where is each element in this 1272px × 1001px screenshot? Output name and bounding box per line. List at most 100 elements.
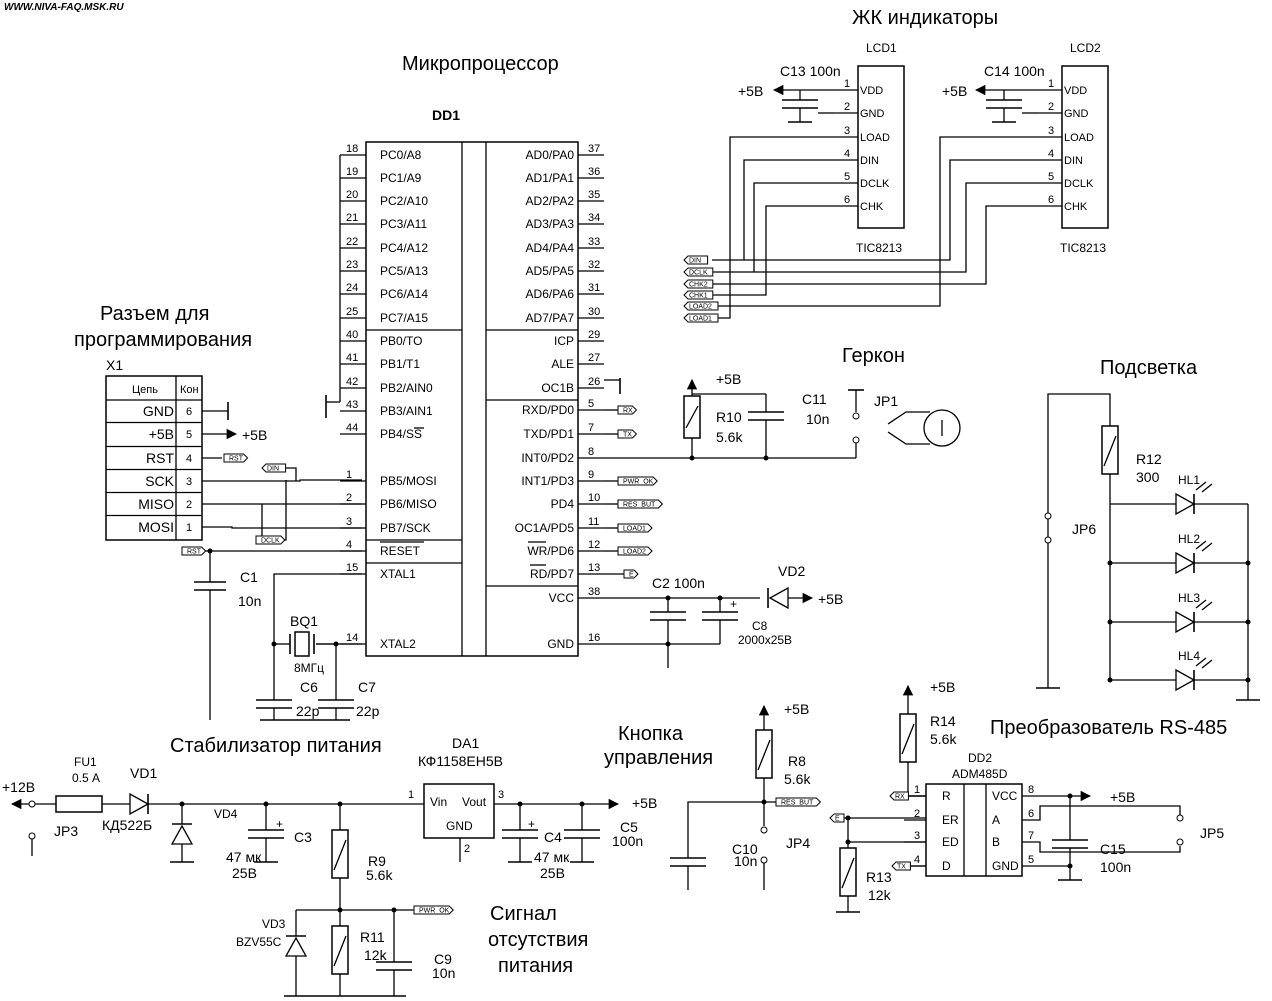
jp4-ref: JP4 (786, 835, 810, 851)
mcu-right-pin-name: AD6/PA6 (526, 287, 575, 301)
lcd1-pin-name: DIN (860, 155, 879, 167)
pwr-ok-flag-label: PWR_OK (623, 479, 654, 486)
mcu-right-pin-name: AD5/PA5 (526, 264, 575, 278)
da1-part: КФ1158ЕН5В (418, 753, 503, 769)
mcu-left-pin-num: 42 (346, 376, 358, 388)
dd2-supply: +5В (1110, 789, 1135, 805)
lcd2-pin-name: CHK (1064, 201, 1088, 213)
r9-ref: R9 (368, 853, 386, 869)
c1-ref: C1 (240, 569, 258, 585)
r14-supply: +5В (930, 679, 955, 695)
title-signal-line2: отсутствия (488, 929, 588, 951)
load1-flag-label: LOAD1 (623, 526, 646, 533)
r11-val: 12k (364, 947, 388, 963)
lcd1: LCD1 TIC8213 C13 100n +5В 1VDD2GND3LOAD4… (738, 41, 905, 255)
mcu-right-pin-num: 5 (588, 398, 594, 410)
din-flag-label: DIN (267, 466, 279, 473)
mcu-left-pin-name: PB0/TO (380, 334, 422, 348)
rx-flag: RX (617, 405, 638, 415)
r12-val: 300 (1136, 469, 1160, 485)
res-but-flag-button-label: RES_BUT (781, 800, 814, 807)
mcu-right-pin-name: WR/PD6 (527, 544, 574, 558)
title-rs485: Преобразователь RS-485 (990, 717, 1227, 739)
c8-ref: C8 (752, 619, 768, 633)
mcu-left-pin-name: PB7/SCK (380, 521, 431, 535)
lcd-bus-flag: CHK2 (683, 279, 714, 289)
mcu-right-pin-num: 27 (588, 352, 600, 364)
prog-wiring (194, 457, 362, 720)
r10-ref: R10 (716, 409, 742, 425)
mcu-left-pin-num: 25 (346, 306, 358, 318)
dd2-left-pin-name: ED (942, 835, 959, 849)
lcd1-pin-num: 1 (844, 78, 850, 90)
x1-row-pin: 5 (186, 429, 192, 441)
button-section (670, 704, 776, 890)
c5-val: 100n (612, 833, 643, 849)
dd2-right-pin-name: B (992, 835, 1000, 849)
lcd-bus-flag-label: DIN (689, 258, 701, 265)
x1-row-pin: 3 (186, 476, 192, 488)
c3-ref: C3 (294, 829, 312, 845)
da1-vin: Vin (430, 795, 447, 809)
title-signal-line1: Сигнал (490, 903, 557, 925)
lcd2-pin-name: DIN (1064, 155, 1083, 167)
x1-row-pin: 6 (186, 406, 192, 418)
mcu-right-pin-name: PD4 (551, 497, 575, 511)
fu1-val: 0.5 А (72, 771, 100, 785)
mcu-right-pin-name: OC1A/PD5 (515, 521, 575, 535)
r8-supply: +5В (784, 701, 809, 717)
tx-flag-label: TX (623, 432, 632, 439)
x1-row-net: MISO (138, 496, 174, 512)
lcd2-pin-name: DCLK (1064, 178, 1094, 190)
rst-flag-reset: RST (181, 546, 207, 556)
c10-val: 10n (734, 853, 757, 869)
c4-ref: C4 (544, 829, 562, 845)
lcd-bus-flag-label: CHK2 (689, 282, 708, 289)
e-flag-label: E (629, 572, 634, 579)
res-but-flag-button: RES_BUT (775, 797, 822, 807)
lcd1-pin-name: GND (860, 108, 885, 120)
dd2-right-pin-num: 5 (1028, 854, 1034, 866)
lcd-bus-flag-label: LOAD1 (689, 316, 712, 323)
x1-col-pin: Кон (180, 384, 199, 396)
res-but-flag: RES_BUT (617, 499, 664, 509)
load2-flag: LOAD2 (617, 546, 653, 556)
mcu-right-pin-name: AD7/PA7 (526, 311, 575, 325)
vd1-ref: VD1 (130, 765, 157, 781)
da1-ref: DA1 (452, 735, 479, 751)
power-section: + + (10, 783, 620, 997)
mcu-left-pin-num: 3 (346, 516, 352, 528)
mcu-left-pin-num: 23 (346, 259, 358, 271)
mcu-right-pin-name: ICP (554, 334, 574, 348)
c2-c8-vd2: + (650, 586, 814, 668)
mcu-right-pin-num: 16 (588, 632, 600, 644)
mcu-right-pin-name: AD1/PA1 (526, 171, 575, 185)
hl4-ref: HL4 (1178, 649, 1200, 663)
mcu-left-pin-num: 21 (346, 212, 358, 224)
load1-flag: LOAD1 (617, 523, 653, 533)
c15-val: 100n (1100, 859, 1131, 875)
r8-val: 5.6k (784, 771, 811, 787)
lcd2-pin-num: 6 (1048, 194, 1054, 206)
mcu-left-pin-name: PC0/A8 (380, 148, 422, 162)
title-prog-line2: программирования (74, 329, 252, 351)
c9-val: 10n (432, 965, 455, 981)
jp1-ref: JP1 (874, 393, 898, 409)
dd2-left-pin-name: ER (942, 813, 959, 827)
rst-flag-reset-label: RST (187, 549, 202, 556)
mcu-left-pin-name: PB6/MISO (380, 497, 437, 511)
r8-ref: R8 (788, 753, 806, 769)
mcu-right-wiring (604, 409, 856, 645)
lcd1-pin-name: VDD (860, 85, 883, 97)
mcu-right-pin-num: 37 (588, 143, 600, 155)
mcu-right-pin-name: INT0/PD2 (521, 451, 574, 465)
dd2-left-pin-num: 4 (914, 854, 920, 866)
lcd-bus-flag: LOAD2 (683, 301, 719, 311)
lcd-bus-flag-label: DCLK (689, 270, 708, 277)
dd2-ref: DD2 (968, 751, 992, 765)
svg-text:+: + (276, 817, 283, 831)
lcd1-pin-name: DCLK (860, 178, 890, 190)
c11-ref: C11 (802, 391, 827, 407)
x1-row-pin: 2 (186, 499, 192, 511)
r12-ref: R12 (1136, 451, 1162, 467)
